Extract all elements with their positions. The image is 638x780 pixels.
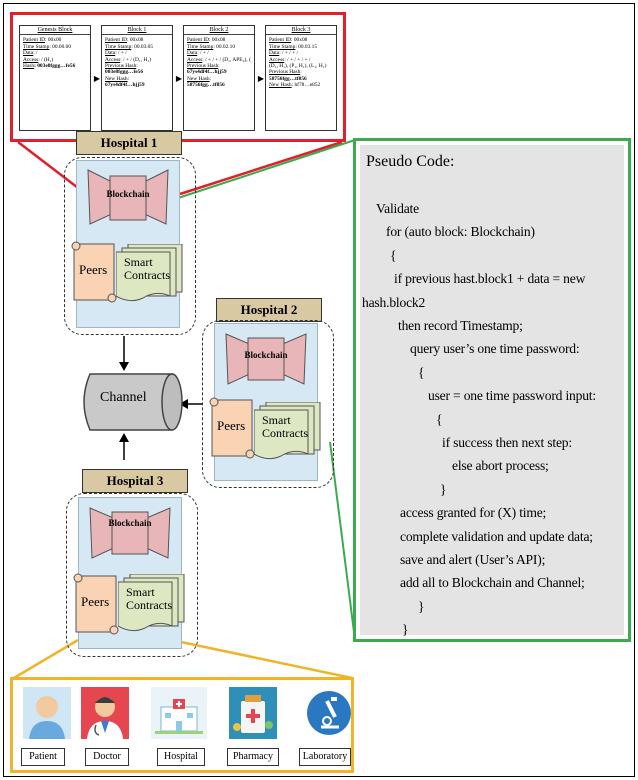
channel-node: Channel xyxy=(76,370,186,439)
pseudo-code-line: query user’s one time password: xyxy=(410,341,579,357)
pseudo-code-line: then record Timestamp; xyxy=(398,318,523,334)
hospital-1-smart-contracts: Smart Contracts xyxy=(116,244,186,311)
peers-label: Peers xyxy=(217,418,245,434)
stakeholders-panel: Patient Doctor Hospital Pharmacy Laborat… xyxy=(10,677,354,773)
pseudo-code-title: Pseudo Code: xyxy=(366,153,454,171)
blockchain-label: Blockchain xyxy=(244,350,288,360)
patient-label: Patient xyxy=(21,748,65,766)
channel-label: Channel xyxy=(100,390,147,406)
pseudo-code-line: hash.block2 xyxy=(362,295,425,311)
pharmacy-label: Pharmacy xyxy=(227,748,279,766)
hospital-3-title: Hospital 3 xyxy=(82,469,188,493)
hospital-3-peers: Peers xyxy=(72,572,120,643)
laboratory-icon xyxy=(305,687,353,739)
pseudo-code-line: for (auto block: Blockchain) xyxy=(386,224,535,240)
hospital-icon xyxy=(151,687,207,739)
pharmacy-icon xyxy=(229,687,277,739)
smart-contracts-label: Smart Contracts xyxy=(262,414,308,440)
pseudo-code-line: { xyxy=(418,365,424,381)
pseudo-code-panel: Pseudo Code: Validate for (auto block: Bl… xyxy=(353,138,631,642)
hospital-2-smart-contracts: Smart Contracts xyxy=(254,402,324,469)
hospital-3-blockchain: Blockchain xyxy=(78,500,182,573)
smart-contracts-label: Smart Contracts xyxy=(124,256,170,282)
hospital-label: Hospital xyxy=(157,748,205,766)
ledger-connector-right xyxy=(180,142,342,194)
hospital-2-title: Hospital 2 xyxy=(216,298,322,322)
pseudo-code-line: } xyxy=(418,599,424,615)
patient-icon xyxy=(23,687,71,739)
pseudo-code-line: if previous hast.block1 + data = new xyxy=(394,271,585,287)
hospital-1-title: Hospital 1 xyxy=(76,131,182,155)
pseudo-code-line: } xyxy=(440,482,446,498)
pseudo-code-line: Validate xyxy=(376,201,419,217)
hospital-1-blockchain: Blockchain xyxy=(76,162,180,241)
peers-label: Peers xyxy=(79,262,107,278)
hospital-3-smart-contracts: Smart Contracts xyxy=(118,574,188,641)
pseudo-code-line: access granted for (X) time; xyxy=(400,505,546,521)
doctor-label: Doctor xyxy=(85,748,129,766)
blockchain-label: Blockchain xyxy=(106,189,150,199)
peers-label: Peers xyxy=(81,594,109,610)
smart-contracts-label: Smart Contracts xyxy=(126,586,172,612)
hospital-2-blockchain: Blockchain xyxy=(214,326,318,399)
pseudo-code-line: save and alert (User’s API); xyxy=(400,552,545,568)
pseudo-code-line: } xyxy=(402,622,408,638)
doctor-icon xyxy=(81,687,129,739)
blockchain-label: Blockchain xyxy=(108,518,152,528)
pseudo-code-line: { xyxy=(390,248,396,264)
pseudo-code-body: Pseudo Code: Validate for (auto block: Bl… xyxy=(360,145,624,635)
code-connector-top xyxy=(178,140,355,198)
laboratory-label: Laboratory xyxy=(299,748,351,766)
hospital-2-peers: Peers xyxy=(208,396,256,467)
pseudo-code-line: else abort process; xyxy=(452,458,549,474)
pseudo-code-line: user = one time password input: xyxy=(428,388,596,404)
pseudo-code-line: if success then next step: xyxy=(442,435,572,451)
pseudo-code-line: add all to Blockchain and Channel; xyxy=(400,575,585,591)
pseudo-code-line: { xyxy=(436,412,442,428)
hospital-1-peers: Peers xyxy=(70,240,118,311)
pseudo-code-line: complete validation and update data; xyxy=(400,529,593,545)
